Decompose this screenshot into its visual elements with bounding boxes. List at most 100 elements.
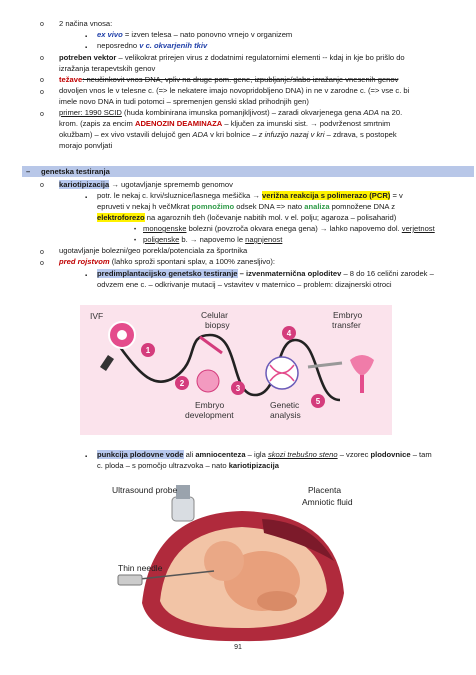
needle-icon bbox=[139, 570, 215, 580]
text-line: težave: neučinkovit vnos DNA, vpliv na d… bbox=[59, 75, 398, 85]
text-span: izražanja terapevtskih genov bbox=[59, 64, 156, 73]
text-span: ADA bbox=[363, 108, 379, 117]
text-line: potreben vektor – velikokrat prirejen vi… bbox=[59, 53, 405, 63]
fluid-label: Amniotic fluid bbox=[302, 497, 353, 507]
text-span: → ugotavljanje sprememb genomov bbox=[109, 180, 233, 189]
bullet-circle: o bbox=[40, 77, 44, 84]
biopsy-pipette-icon bbox=[199, 335, 223, 355]
amniocentesis-illustration: Ultrasound probe Placenta Amniotic fluid… bbox=[112, 483, 362, 643]
text-span: predimplantacijsko genetsko testiranje bbox=[97, 269, 238, 278]
text-line: okužbam) – ex vivo vstavili delujoč gen … bbox=[59, 130, 397, 140]
bullet-dot: • bbox=[134, 227, 137, 233]
transfer-catheter-icon bbox=[307, 361, 343, 369]
text-span: odsek DNA => nato bbox=[234, 202, 305, 211]
bullet-square: ▪ bbox=[85, 195, 88, 201]
text-span: ugotavljanje bolezni/geo porekla/potenci… bbox=[59, 246, 248, 255]
text-span: primer: 1990 SCID bbox=[59, 108, 122, 117]
text-span: nagnjenost bbox=[245, 235, 283, 244]
bullet-circle: o bbox=[40, 249, 44, 256]
text-line: izražanja terapevtskih genov bbox=[59, 64, 155, 74]
text-line: epruveti v nekaj h večMkrat pomnožimo od… bbox=[97, 202, 395, 212]
text-span: = v bbox=[390, 191, 403, 200]
text-span: – ključen za imunski sist. → podvrženost… bbox=[222, 119, 391, 128]
bullet-square: ▪ bbox=[85, 34, 88, 40]
section-heading: genetska testiranja bbox=[41, 167, 110, 177]
step-marker: 3 bbox=[231, 381, 245, 395]
text-span: na 20. bbox=[378, 108, 403, 117]
text-span: skozi trebušno steno bbox=[267, 450, 338, 459]
text-span: c. ploda – s pomočjo ultrazvoka – nato bbox=[97, 461, 229, 470]
text-line: elektroforezo na agaroznih tleh (ločevan… bbox=[97, 213, 396, 223]
development-label: development bbox=[185, 410, 234, 420]
text-line: monogenske bolezni (povzroča okvara eneg… bbox=[143, 224, 435, 234]
text-span: – igla bbox=[245, 450, 268, 459]
ultrasound-probe-icon bbox=[171, 485, 195, 522]
text-span: kariotipizacija bbox=[59, 180, 110, 189]
bullet-circle: o bbox=[40, 21, 44, 28]
placenta-label: Placenta bbox=[308, 485, 341, 495]
text-span: pomnožene DNA z bbox=[329, 202, 395, 211]
probe-label: Ultrasound probe bbox=[112, 485, 177, 495]
pgt-diagram: 1 2 3 4 5 IVF Celular biopsy Embryo tran… bbox=[90, 310, 374, 420]
uterus-icon bbox=[350, 355, 374, 393]
text-span: v kri bolnice – bbox=[208, 130, 259, 139]
analysis-label: analysis bbox=[270, 410, 301, 420]
bullet-square: ▪ bbox=[85, 454, 88, 460]
text-span: verjetnost bbox=[401, 224, 435, 233]
text-span: potr. le nekaj c. krvi/sluznice/lasnega … bbox=[97, 191, 263, 200]
text-span: potreben vektor bbox=[59, 53, 117, 62]
text-span: 2 načina vnosa: bbox=[59, 19, 113, 28]
text-line: ex vivo = izven telesa – nato ponovno vr… bbox=[97, 30, 292, 40]
egg-icon bbox=[117, 330, 127, 340]
text-span: analiza bbox=[304, 202, 330, 211]
dna-icon bbox=[265, 356, 299, 390]
pgt-illustration: 1 2 3 4 5 IVF Celular biopsy Embryo tran… bbox=[80, 305, 392, 435]
text-span: : neučinkovit vnos DNA, vpliv na druge p… bbox=[82, 75, 399, 84]
bullet-square: ▪ bbox=[85, 45, 88, 51]
text-line: imele novo DNA in tudi potomci – spremen… bbox=[59, 97, 309, 107]
text-span: ali bbox=[183, 450, 196, 459]
embryo-cell-icon bbox=[196, 369, 220, 393]
text-span: imele novo DNA in tudi potomci – spremen… bbox=[59, 97, 309, 106]
text-span: odvzem ene c. – odkrivanje mutacij – vst… bbox=[97, 280, 392, 289]
text-span: (huda kombinirana imunska pomanjkljivost… bbox=[121, 108, 364, 117]
text-span: ADA bbox=[192, 130, 209, 139]
bullet-circle: o bbox=[40, 260, 44, 267]
text-span: elektroforezo bbox=[97, 213, 145, 222]
text-line: dovoljen vnos le v telesne c. (=> le nek… bbox=[59, 86, 409, 96]
step-marker: 4 bbox=[282, 326, 296, 340]
text-span: genetska testiranja bbox=[41, 167, 110, 176]
text-span: okužbam) – ex vivo vstavili delujoč gen bbox=[59, 130, 193, 139]
ivf-label: IVF bbox=[90, 311, 103, 321]
step-marker: 1 bbox=[141, 343, 155, 357]
biopsy-label: biopsy bbox=[205, 320, 230, 330]
text-line: punkcija plodovne vode ali amniocenteza … bbox=[97, 450, 432, 460]
bullet-square: ▪ bbox=[85, 273, 88, 279]
text-span: poligenske bbox=[143, 235, 180, 244]
text-span: epruveti v nekaj h večMkrat bbox=[97, 202, 192, 211]
analysis-label: Genetic bbox=[270, 400, 300, 410]
text-span: pred rojstvom bbox=[59, 257, 110, 266]
text-span: v c. okvarjenih tkiv bbox=[139, 41, 208, 50]
text-span: pomnožimo bbox=[191, 202, 235, 211]
svg-text:3: 3 bbox=[236, 384, 241, 393]
bullet-circle: o bbox=[40, 182, 44, 189]
svg-text:4: 4 bbox=[287, 329, 292, 338]
placenta-shape bbox=[262, 519, 334, 561]
text-line: primer: 1990 SCID (huda kombinirana imun… bbox=[59, 108, 402, 118]
svg-text:1: 1 bbox=[146, 346, 151, 355]
text-span: ADENOZIN DEAMINAZA bbox=[134, 119, 223, 128]
page-number: 91 bbox=[234, 644, 242, 651]
transfer-label: Embryo bbox=[333, 310, 363, 320]
text-span: ex vivo bbox=[97, 30, 123, 39]
text-span: b. → napovemo le bbox=[179, 235, 246, 244]
text-line: c. ploda – s pomočjo ultrazvoka – nato k… bbox=[97, 461, 279, 471]
text-span: – tam bbox=[410, 450, 432, 459]
text-span: = izven telesa – nato ponovno vrnejo v o… bbox=[122, 30, 293, 39]
text-line: odvzem ene c. – odkrivanje mutacij – vst… bbox=[97, 280, 392, 290]
text-span: na agaroznih tleh (ločevanje nabitih mol… bbox=[144, 213, 397, 222]
text-span: kariotipizacija bbox=[228, 461, 279, 470]
svg-text:2: 2 bbox=[180, 379, 185, 388]
needle-label: Thin needle bbox=[118, 563, 163, 573]
